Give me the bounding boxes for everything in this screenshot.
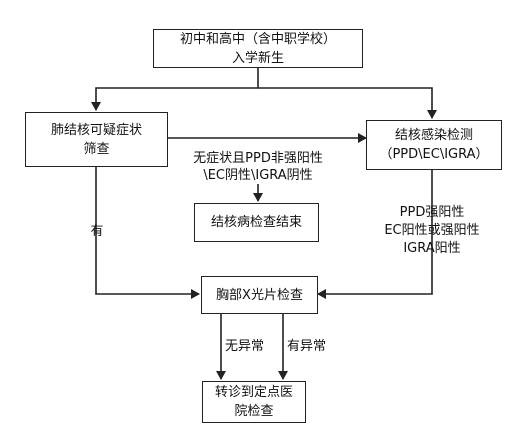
edge-label-negative-line2: \EC阴性\IGRA阴性 [203,168,313,183]
node-referral-line1: 转诊到定点医 [214,385,293,400]
edge-label-no-abnormal: 无异常 [225,338,273,355]
node-symptom-screening-line1: 肺结核可疑症状 [50,122,142,138]
edge-label-no-abnormal-text: 无异常 [225,339,265,354]
edge-label-negative: 无症状且PPD非强阳性 \EC阴性\IGRA阴性 [182,150,334,184]
edge-label-positive-line2: EC阳性或强阳性 [384,223,480,238]
node-infection-test-line1: 结核感染检测 [394,128,473,143]
node-exam-end: 结核病检查结束 [194,203,319,242]
node-symptom-screening-line2: 筛查 [83,141,110,157]
node-infection-test: 结核感染检测 （PPD\EC\IGRA） [366,120,502,170]
arrow-enrollment-to-screening [91,68,259,111]
node-referral-line2: 院检查 [234,404,274,419]
edge-label-abnormal-text: 有异常 [287,339,327,354]
node-infection-test-line2: （PPD\EC\IGRA） [379,147,489,162]
arrow-enrollment-to-infection-test [258,87,437,119]
node-enrollment-line1: 初中和高中（含中职学校） [179,31,336,47]
edge-label-positive-line3: IGRA阳性 [403,241,461,256]
node-exam-end-line1: 结核病检查结束 [210,215,302,230]
node-referral: 转诊到定点医 院检查 [202,381,306,423]
edge-label-abnormal: 有异常 [287,338,335,355]
node-chest-xray-line1: 胸部X光片检查 [216,287,303,303]
node-enrollment: 初中和高中（含中职学校） 入学新生 [153,29,363,68]
edge-label-positive: PPD强阳性 EC阳性或强阳性 IGRA阳性 [376,204,488,258]
edge-label-has-symptom-text: 有 [90,224,104,239]
node-enrollment-line2: 入学新生 [231,50,284,66]
edge-label-has-symptom: 有 [89,223,105,240]
arrow-symptom-to-xray [95,167,200,299]
arrow-positive-to-xray [317,170,433,299]
node-chest-xray: 胸部X光片检查 [201,276,318,314]
edge-label-negative-line1: 无症状且PPD非强阳性 [193,151,323,166]
edge-label-positive-line1: PPD强阳性 [399,205,465,220]
node-symptom-screening: 肺结核可疑症状 筛查 [25,112,168,167]
